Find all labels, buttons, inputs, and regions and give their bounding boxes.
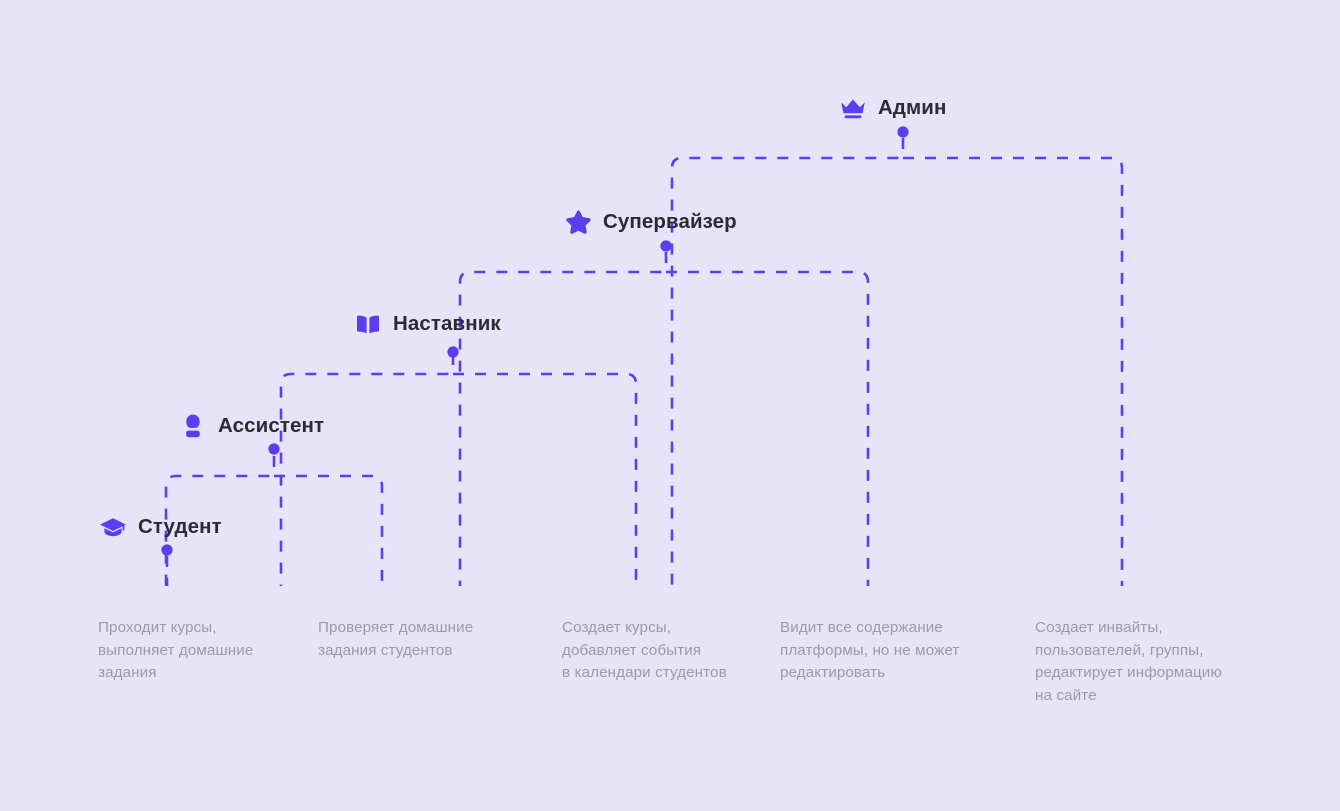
- open-book-icon: [353, 309, 383, 339]
- role-description-supervisor: Видит все содержание платформы, но не мо…: [780, 619, 960, 682]
- connector-assistant-right: [274, 474, 384, 586]
- junction-dot-admin: [897, 126, 909, 138]
- connector-supervisor-right: [666, 270, 870, 586]
- junction-dot-student: [161, 544, 173, 556]
- role-description-student: Проходит курсы, выполняет домашние задан…: [98, 619, 254, 682]
- role-node-assistant[interactable]: Ассистент: [178, 411, 324, 441]
- role-node-mentor[interactable]: Наставник: [353, 309, 501, 339]
- crown-icon: [838, 93, 868, 123]
- role-node-supervisor[interactable]: Супервайзер: [563, 207, 737, 237]
- role-description-mentor: Создает курсы, добавляет события в кален…: [562, 619, 727, 682]
- junction-dot-supervisor: [660, 240, 672, 252]
- connector-junction-dots: [161, 126, 909, 556]
- junction-dot-assistant: [268, 443, 280, 455]
- role-label-assistant: Ассистент: [218, 414, 325, 437]
- role-label-admin: Админ: [878, 96, 947, 119]
- role-label-supervisor: Супервайзер: [603, 210, 737, 233]
- junction-dot-mentor: [447, 346, 459, 358]
- role-label-student: Студент: [138, 515, 222, 538]
- connector-admin-right: [903, 156, 1124, 586]
- role-description-assistant: Проверяет домашние задания студентов: [318, 619, 474, 659]
- role-description-admin: Создает инвайты, пользователей, группы, …: [1035, 619, 1222, 704]
- connector-admin: [670, 138, 905, 586]
- connector-mentor-right: [453, 372, 638, 586]
- person-bust-icon: [178, 411, 208, 441]
- connector-supervisor: [458, 252, 668, 586]
- star-icon: [563, 207, 593, 237]
- role-node-student[interactable]: Студент: [98, 512, 222, 542]
- role-label-mentor: Наставник: [393, 312, 501, 335]
- role-node-admin[interactable]: Админ: [838, 93, 946, 123]
- connector-mentor: [279, 354, 455, 586]
- graduation-cap-icon: [98, 512, 128, 542]
